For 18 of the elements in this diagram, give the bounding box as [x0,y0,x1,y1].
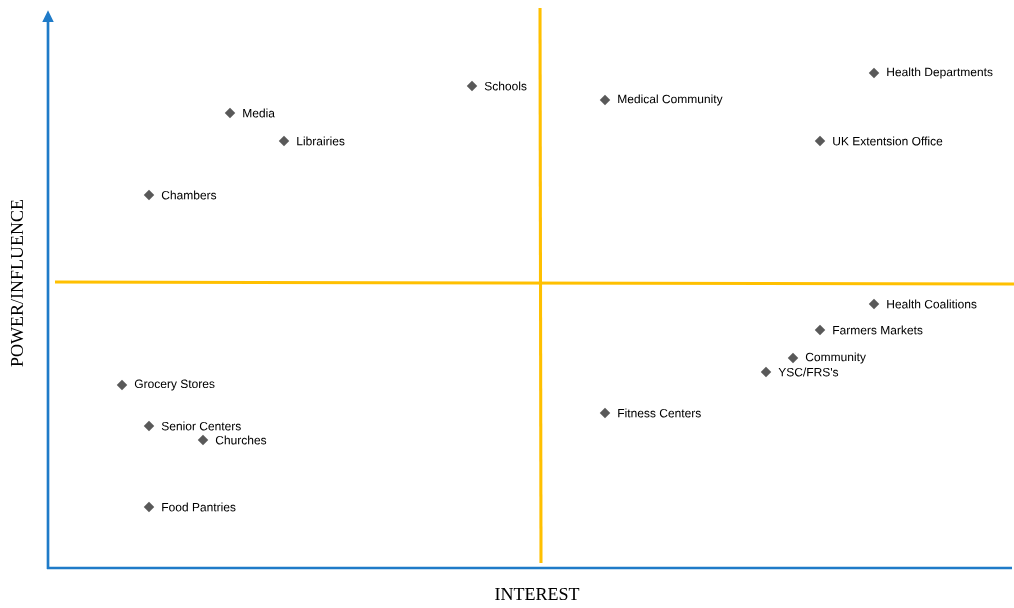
point-label: Schools [484,81,527,91]
point-label: YSC/FRS's [778,367,839,377]
point-label: Community [805,352,866,364]
point-label: Farmers Markets [833,325,923,335]
axis-title: POWER/INFLUENCE [10,199,24,367]
point-label: Food Pantries [162,502,236,512]
point-label: Medical Community [618,94,723,106]
point-label: Health Coalitions [887,299,977,309]
point-label: Grocery Stores [134,379,215,391]
point-label: Media [243,108,275,118]
point-label: Churches [215,435,267,445]
point-label: Librairies [297,136,345,146]
axis-title: INTEREST [495,587,580,601]
point-label: Chambers [161,190,217,200]
point-label: Senior Centers [161,421,241,431]
point-label: Health Departments [887,67,993,79]
point-label: UK Extentsion Office [833,136,943,146]
point-label: Fitness Centers [618,408,701,418]
